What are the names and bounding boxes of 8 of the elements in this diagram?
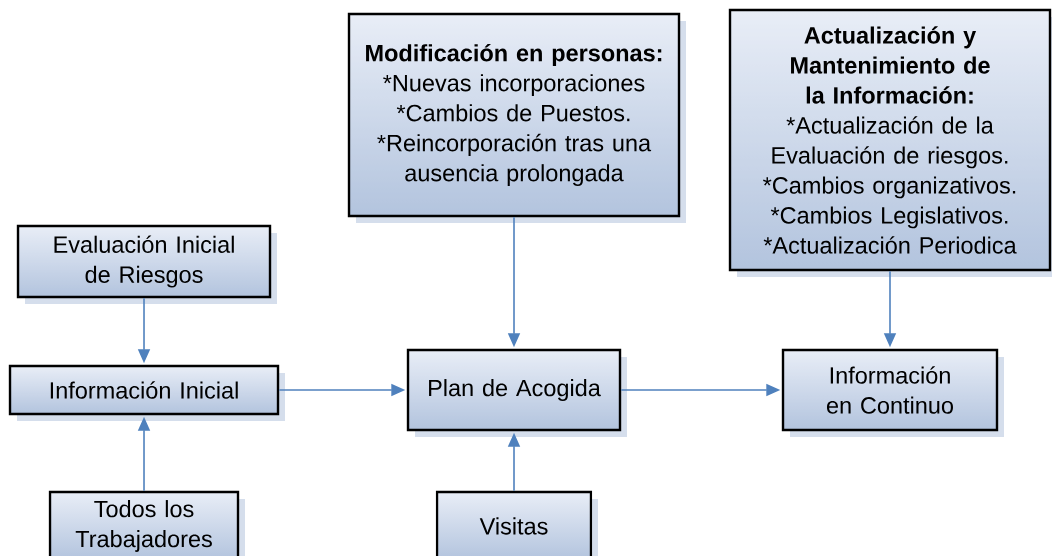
process-box: Plan de Acogida bbox=[406, 348, 627, 437]
process-box: Visitas bbox=[435, 490, 598, 556]
process-box: Información Inicial bbox=[8, 364, 285, 421]
process-box: Modificación en personas: *Nuevas incorporaciones *Cambios de Puestos. *Reincorporación tras una ausencia prolongada bbox=[347, 12, 686, 223]
process-box: Información en Continuo bbox=[781, 348, 1004, 437]
process-box: Actualización y Mantenimiento de la Información: *Actualización de la Evaluación de riesgos. *Cambios organizativos. *Cambios Legislativos. *Actualización Periodica bbox=[728, 8, 1052, 277]
process-box: Todos los Trabajadores bbox=[48, 490, 245, 556]
process-box: Evaluación Inicial de Riesgos bbox=[16, 224, 277, 304]
